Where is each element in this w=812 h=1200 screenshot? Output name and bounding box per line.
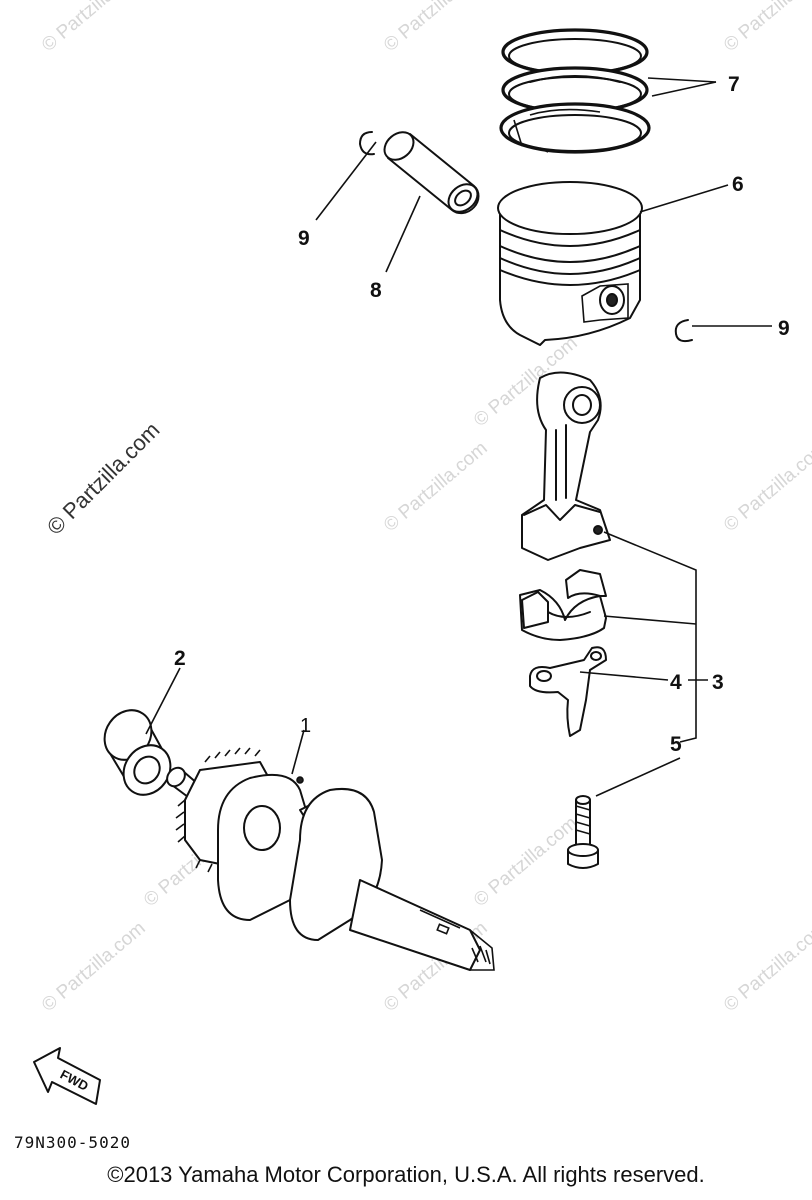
callout-circlip-left: 9 [298,227,310,250]
piston-pin-icon [383,131,480,215]
callout-piston-rings: 7 [728,73,740,96]
bolt-icon [567,795,599,869]
callout-bolt: 5 [670,733,682,756]
rod-cap-icon [519,569,607,641]
callout-connecting-rod: 3 [712,671,724,694]
copyright-notice: ©2013 Yamaha Motor Corporation, U.S.A. A… [107,1162,705,1187]
oil-dipper-icon [529,646,607,737]
callout-piston-pin: 8 [370,279,382,302]
crankshaft-icon [166,747,495,971]
connecting-rod-icon [521,371,611,561]
piston-icon [497,181,643,346]
fwd-direction-badge [33,1047,101,1105]
diagram-code: 79N300-5020 [14,1133,131,1152]
callout-piston: 6 [732,173,744,196]
circlip-icon [359,131,375,156]
circlip-icon [674,319,693,343]
piston-ring-icon [499,28,651,154]
callout-oil-dipper: 4 [670,671,682,694]
callout-circlip-right: 9 [778,317,790,340]
leader-lines [145,77,772,797]
oil-seal-icon [103,709,172,796]
callout-oil-seal: 2 [174,647,186,670]
callout-crankshaft: 1 [300,715,312,737]
